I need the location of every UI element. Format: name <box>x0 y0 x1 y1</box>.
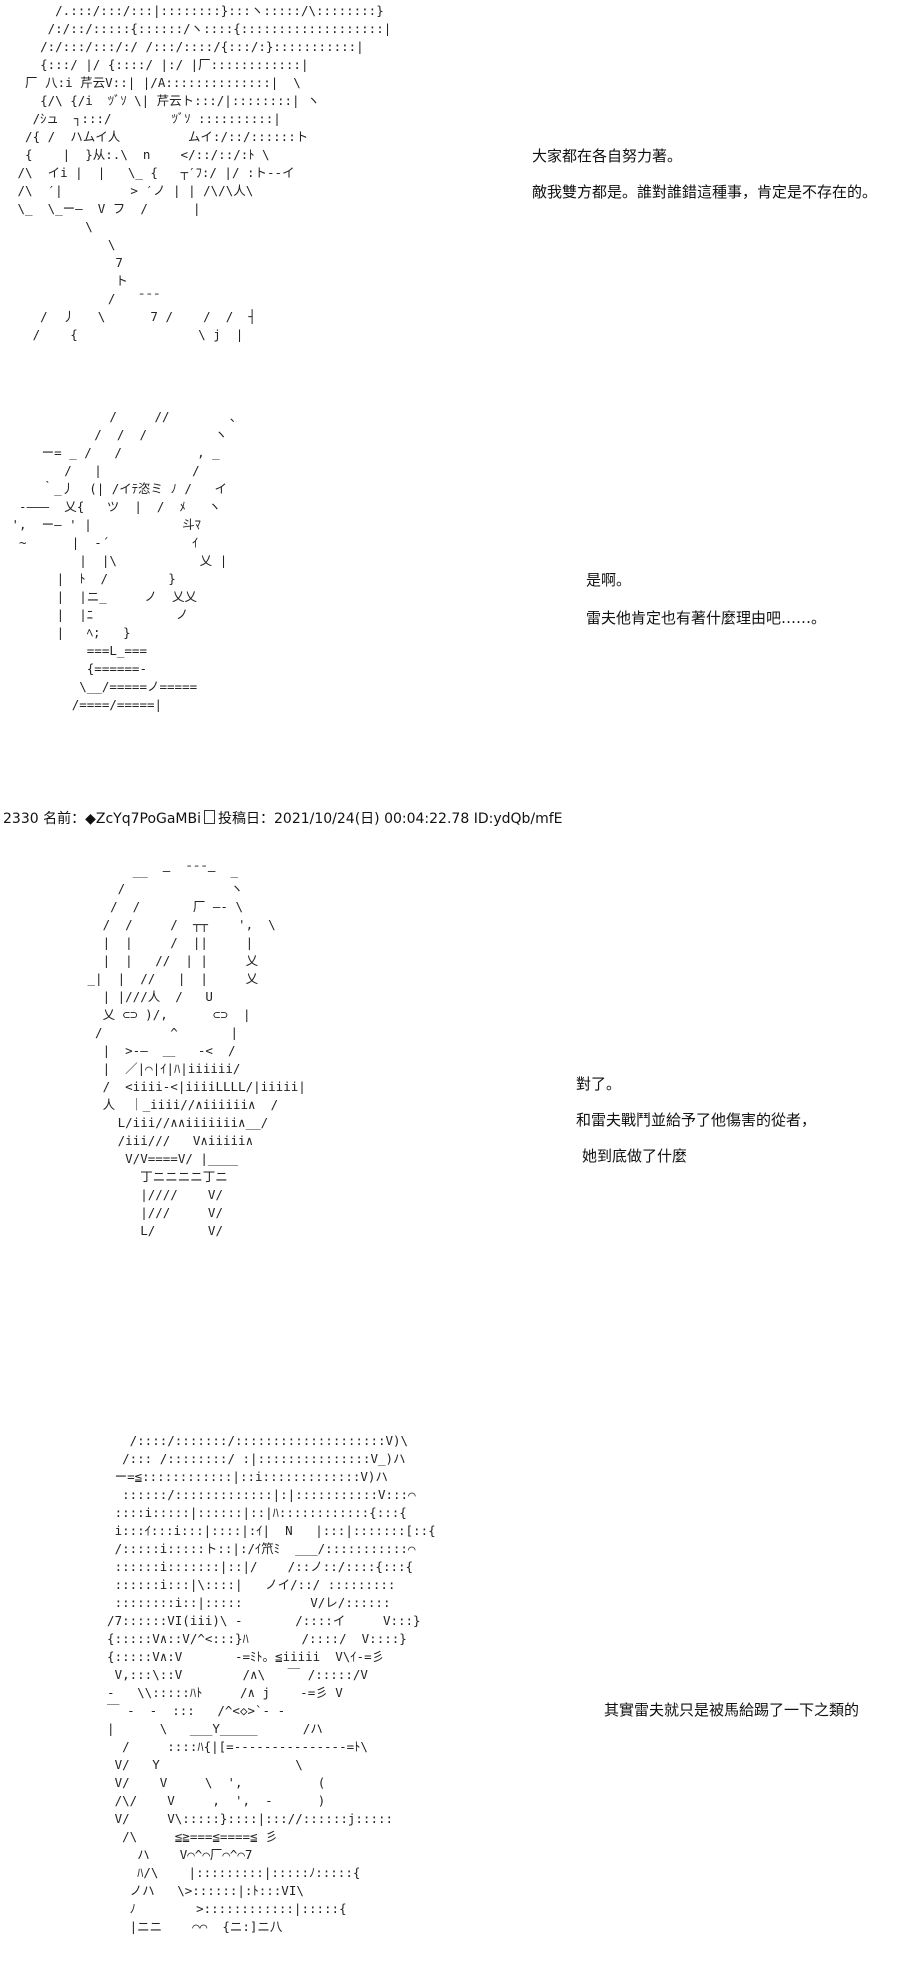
caption-panel-4-line-1: 其實雷夫就只是被馬給踢了一下之類的 <box>604 1701 860 1719</box>
ascii-art-panel-3: __ ― ̄ ̄ ̄ ― _ / ヽ / / 厂 ―- \ / / / ┬┬ '… <box>87 863 306 1238</box>
ascii-art-panel-2: / // 、 / / / ヽ ー= _ / / , _ / | / ｀_丿 (|… <box>11 409 243 712</box>
post-date-label: 投稿日： <box>218 811 275 827</box>
caption-panel-2-line-1: 是啊。 <box>586 571 632 589</box>
caption-panel-1-line-2: 敵我雙方都是。誰對誰錯這種事，肯定是不存在的。 <box>532 183 878 201</box>
post-header: 2330 名前：◆ZcYq7PoGaMBi 投稿日：2021/10/24(日) 0… <box>3 808 563 828</box>
post-name-label: 名前： <box>43 811 86 827</box>
square-icon <box>204 810 216 824</box>
caption-panel-3-line-2: 和雷夫戰鬥並給予了他傷害的從者， <box>576 1111 817 1129</box>
post-number: 2330 <box>3 811 39 827</box>
caption-panel-3-line-3: 她到底做了什麼 <box>582 1147 688 1165</box>
caption-panel-1-line-1: 大家都在各自努力著。 <box>532 147 683 165</box>
caption-panel-2-line-2: 雷夫他肯定也有著什麼理由吧……。 <box>586 609 827 627</box>
post-id: ID:ydQb/mfE <box>473 811 563 827</box>
caption-panel-3-line-1: 對了。 <box>576 1075 622 1093</box>
post-name: ◆ZcYq7PoGaMBi <box>85 811 202 827</box>
ascii-art-panel-1: /.:::/:::/:::|::::::::}:::ヽ:::::/\::::::… <box>17 3 392 342</box>
post-date: 2021/10/24(日) 00:04:22.78 <box>274 811 470 827</box>
ascii-art-panel-4: /::::/:::::::/::::::::::::::::::::V)\ /:… <box>107 1433 436 1934</box>
